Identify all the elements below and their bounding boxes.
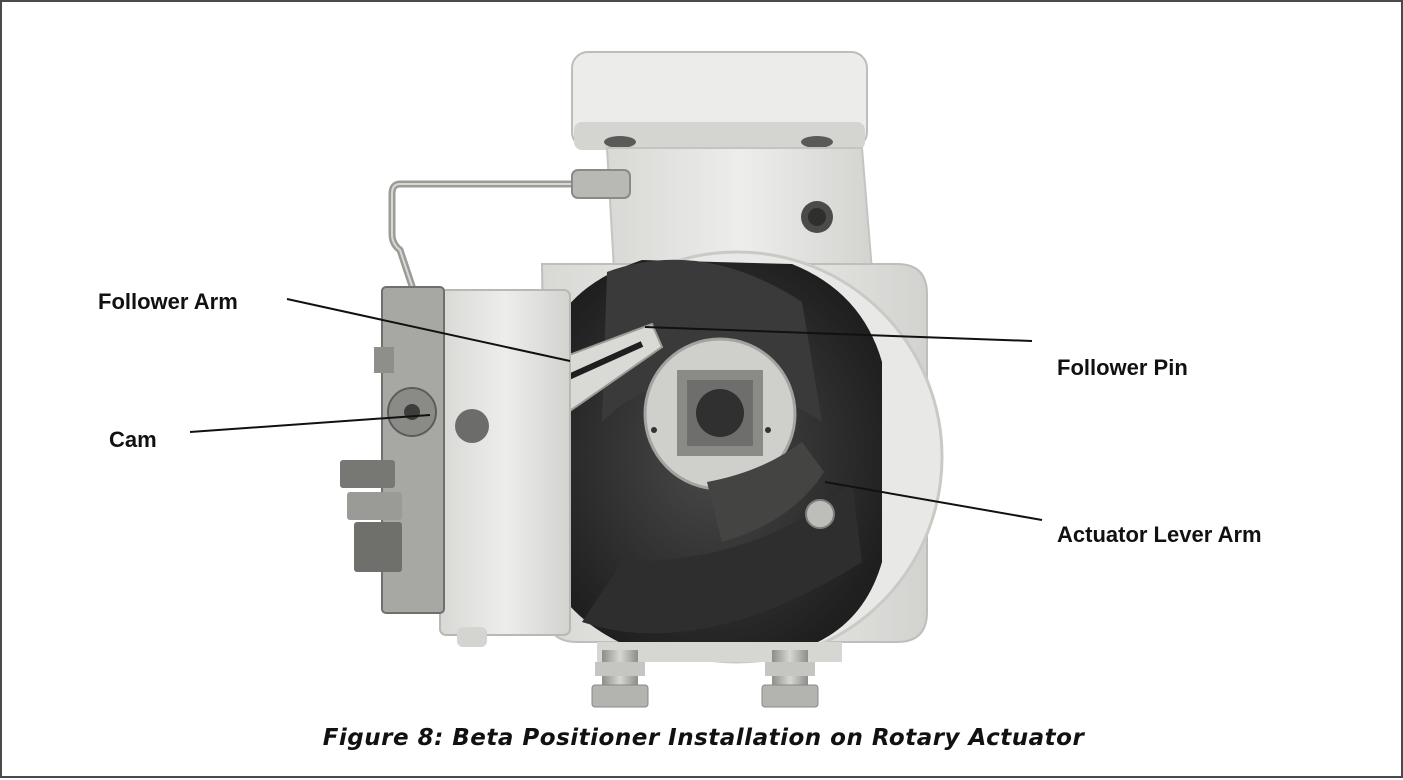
leader-cam <box>189 414 431 433</box>
leader-actuator-lever-arm <box>824 481 1043 521</box>
actuator-hub <box>643 337 797 491</box>
callout-follower-arm: Follower Arm <box>98 289 238 314</box>
callout-leader-lines <box>189 298 1043 521</box>
mounting-flange <box>571 51 868 150</box>
leader-follower-arm <box>286 298 571 362</box>
air-tubing <box>388 180 591 296</box>
leader-follower-pin <box>644 326 1033 342</box>
callout-follower-pin: Follower Pin <box>1057 355 1188 380</box>
figure-caption: Figure 8: Beta Positioner Installation o… <box>322 725 1085 751</box>
tube-fitting <box>571 169 631 199</box>
positioner-body <box>439 289 571 647</box>
bottom-bolts <box>591 642 842 708</box>
callout-cam: Cam <box>109 427 157 452</box>
lever-arm-part <box>707 442 835 542</box>
cam-mechanism <box>340 286 445 614</box>
callout-actuator-lever-arm: Actuator Lever Arm <box>1057 522 1262 547</box>
